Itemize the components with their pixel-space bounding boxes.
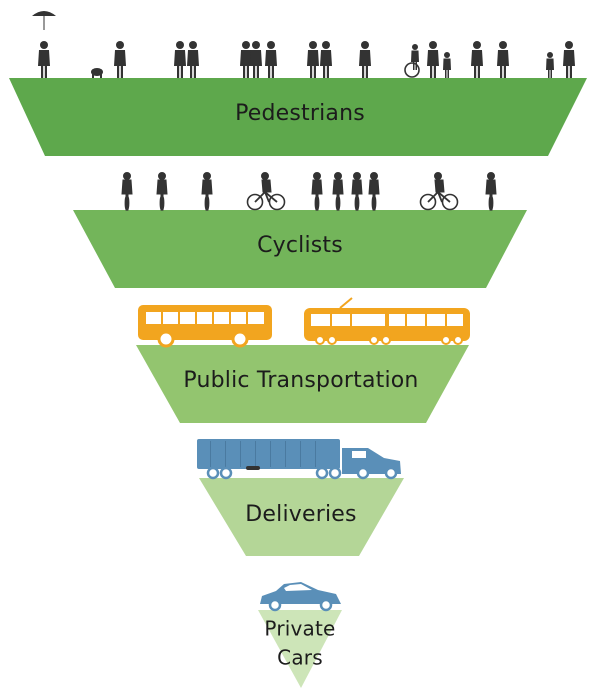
tier-label: Pedestrians (235, 101, 365, 126)
tier-trapezoid (258, 610, 342, 688)
tram-icon (304, 297, 470, 345)
tier-label: Cyclists (257, 233, 343, 258)
tier-label-line-2: Cars (277, 646, 323, 670)
tier-label: Public Transportation (183, 368, 418, 393)
tier-label: Deliveries (245, 502, 356, 527)
delivery-truck-icon (197, 439, 401, 480)
car-icon (260, 582, 341, 612)
pedestrians-icon (32, 11, 575, 78)
tier-trapezoid (199, 478, 404, 556)
tier-trapezoid (9, 78, 587, 156)
bus-icon (138, 305, 272, 348)
tier-trapezoid (73, 210, 527, 288)
tier-trapezoid (136, 345, 469, 423)
tier-label-line-1: Private (264, 617, 335, 641)
cyclists-icon (121, 171, 497, 211)
